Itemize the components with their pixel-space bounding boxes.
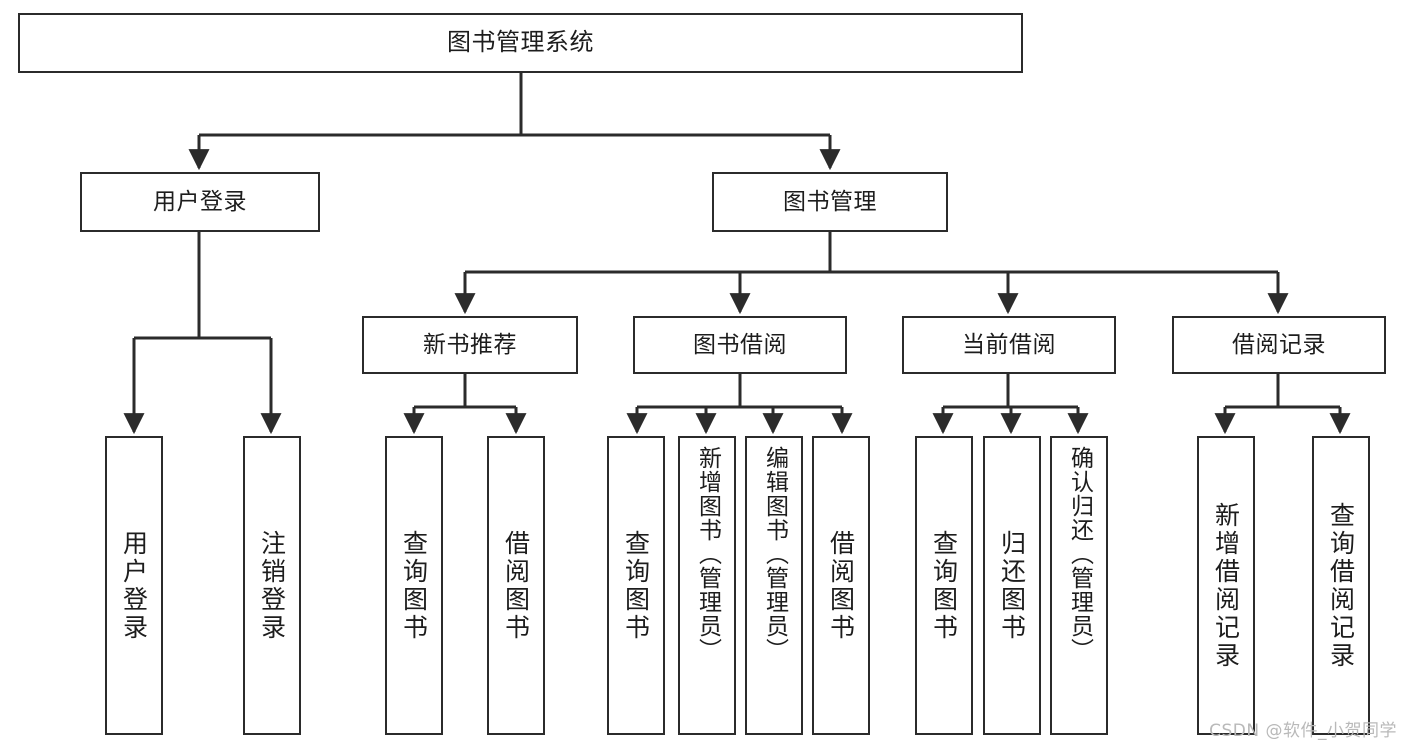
node-label: 编辑图书（管理员） (761, 446, 788, 662)
node-label: 图书管理 (783, 188, 877, 215)
csdn-watermark: CSDN @软件_小贺同学 (1209, 721, 1397, 741)
node-label: 借阅图书 (826, 529, 856, 642)
node-label: 图书借阅 (693, 331, 787, 358)
node-label: 图书管理系统 (447, 28, 594, 57)
node-label: 当前借阅 (962, 331, 1056, 358)
leaf-user-login-signout[interactable]: 注销登录 (243, 436, 301, 735)
node-label: 借阅图书 (501, 529, 531, 642)
node-label: 查询图书 (621, 529, 651, 642)
node-current-borrow[interactable]: 当前借阅 (902, 316, 1116, 374)
leaf-new-book-query[interactable]: 查询图书 (385, 436, 443, 735)
node-label: 注销登录 (257, 529, 287, 642)
leaf-book-borrow-query[interactable]: 查询图书 (607, 436, 665, 735)
node-label: 借阅记录 (1232, 331, 1326, 358)
node-label: 查询图书 (929, 529, 959, 642)
leaf-current-borrow-confirm-return-admin[interactable]: 确认归还（管理员） (1050, 436, 1108, 735)
node-label: 用户登录 (153, 188, 247, 215)
node-borrow-record[interactable]: 借阅记录 (1172, 316, 1386, 374)
leaf-book-borrow-borrow[interactable]: 借阅图书 (812, 436, 870, 735)
node-label: 查询图书 (399, 529, 429, 642)
node-root-library-system[interactable]: 图书管理系统 (18, 13, 1023, 73)
node-label: 新增借阅记录 (1211, 501, 1241, 670)
leaf-current-borrow-return[interactable]: 归还图书 (983, 436, 1041, 735)
node-label: 新增图书（管理员） (694, 446, 721, 662)
node-book-borrow[interactable]: 图书借阅 (633, 316, 847, 374)
leaf-borrow-record-add[interactable]: 新增借阅记录 (1197, 436, 1255, 735)
node-user-login[interactable]: 用户登录 (80, 172, 320, 232)
node-label: 确认归还（管理员） (1066, 446, 1093, 662)
node-book-management[interactable]: 图书管理 (712, 172, 948, 232)
leaf-book-borrow-edit-admin[interactable]: 编辑图书（管理员） (745, 436, 803, 735)
node-label: 归还图书 (997, 529, 1027, 642)
leaf-current-borrow-query[interactable]: 查询图书 (915, 436, 973, 735)
leaf-user-login-signin[interactable]: 用户登录 (105, 436, 163, 735)
leaf-new-book-borrow[interactable]: 借阅图书 (487, 436, 545, 735)
leaf-book-borrow-add-admin[interactable]: 新增图书（管理员） (678, 436, 736, 735)
leaf-borrow-record-query[interactable]: 查询借阅记录 (1312, 436, 1370, 735)
node-label: 新书推荐 (423, 331, 517, 358)
node-label: 用户登录 (119, 529, 149, 642)
node-label: 查询借阅记录 (1326, 501, 1356, 670)
node-new-book-recommend[interactable]: 新书推荐 (362, 316, 578, 374)
